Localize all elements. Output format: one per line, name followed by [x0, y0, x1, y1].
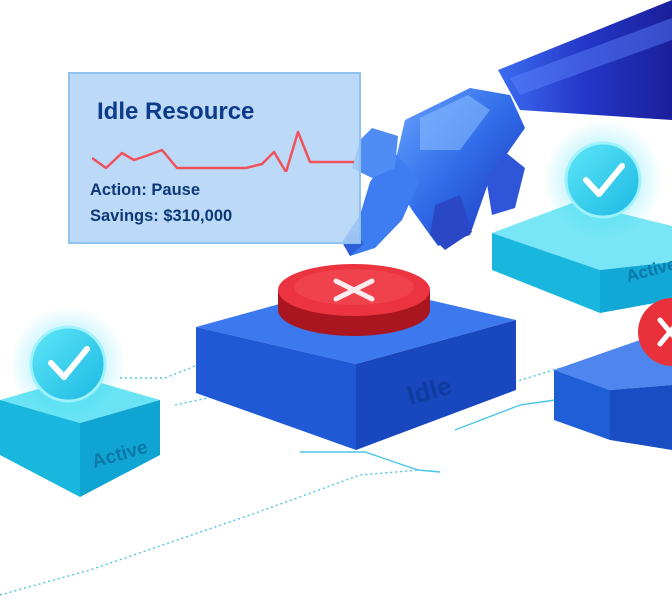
close-icon: [657, 317, 672, 347]
card-savings: Savings: $310,000: [90, 207, 233, 225]
check-icon: [48, 346, 90, 380]
right-status-badge: [543, 120, 663, 240]
card-action: Action: Pause: [90, 181, 201, 199]
sparkline-chart: [92, 130, 354, 172]
robot-arm: [342, 0, 672, 256]
right-stop-button[interactable]: [638, 298, 672, 366]
idle-resource-card: Idle Resource Action: Pause Savings: $31…: [68, 72, 361, 244]
left-status-badge: [10, 306, 126, 422]
pause-button[interactable]: [278, 264, 430, 336]
right-idle-box[interactable]: [554, 340, 672, 450]
close-icon: [333, 278, 375, 302]
check-icon: [583, 163, 625, 197]
card-title: Idle Resource: [97, 98, 255, 125]
